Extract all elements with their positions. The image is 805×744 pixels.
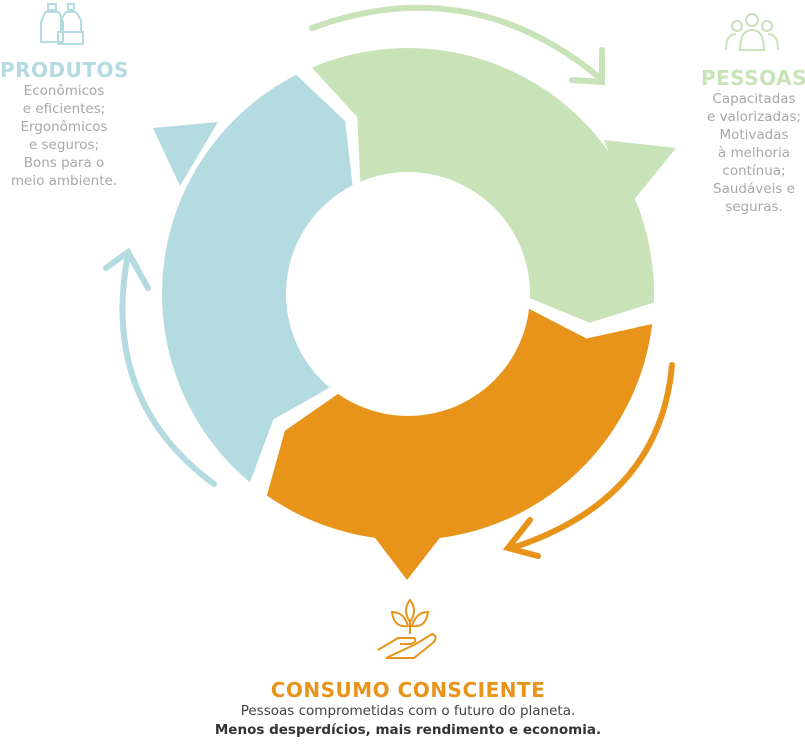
plant-in-hand-icon [377,598,437,659]
desc-line: contínua; [722,163,786,179]
bottles-icon [40,3,84,45]
green-triangle [604,140,676,205]
consumo-title: CONSUMO CONSCIENTE [270,678,546,702]
pessoas-block: PESSOAS Capacitadas e valorizadas; Motiv… [700,66,805,216]
desc-line: à melhoria [717,145,791,161]
blue-arrow [103,247,217,487]
pessoas-title: PESSOAS [700,66,805,90]
desc-line: Capacitadas [712,91,796,107]
desc-line: meio ambiente. [10,173,118,189]
green-arrow [309,4,605,86]
desc-line: e valorizadas; [707,109,801,125]
green-segment [311,48,655,323]
desc-line: Bons para o [23,155,105,171]
orange-arrow [502,362,675,559]
desc-line: e seguros; [28,137,100,153]
desc-line: Ergonômicos [20,119,108,135]
produtos-block: PRODUTOS Econômicos e eficientes; Ergonô… [0,58,128,190]
desc-line: Econômicos [23,83,105,99]
desc-line-bold: Menos desperdícios, mais rendimento e ec… [214,722,602,738]
consumo-block: CONSUMO CONSCIENTE Pessoas comprometidas… [150,678,666,740]
desc-line: e eficientes; [22,101,106,117]
pessoas-description: Capacitadas e valorizadas; Motivadas à m… [700,90,805,216]
blue-segment [162,74,353,483]
produtos-description: Econômicos e eficientes; Ergonômicos e s… [0,82,128,190]
orange-triangle [369,530,446,580]
consumo-description: Pessoas comprometidas com o futuro do pl… [150,702,666,740]
produtos-title: PRODUTOS [0,58,129,82]
desc-line: seguras. [725,199,783,215]
desc-line: Saudáveis e [713,181,795,197]
orange-segment [266,308,653,541]
desc-line: Motivadas [719,127,789,143]
people-icon [725,13,779,51]
desc-line: Pessoas comprometidas com o futuro do pl… [240,703,576,719]
blue-triangle [153,122,218,186]
